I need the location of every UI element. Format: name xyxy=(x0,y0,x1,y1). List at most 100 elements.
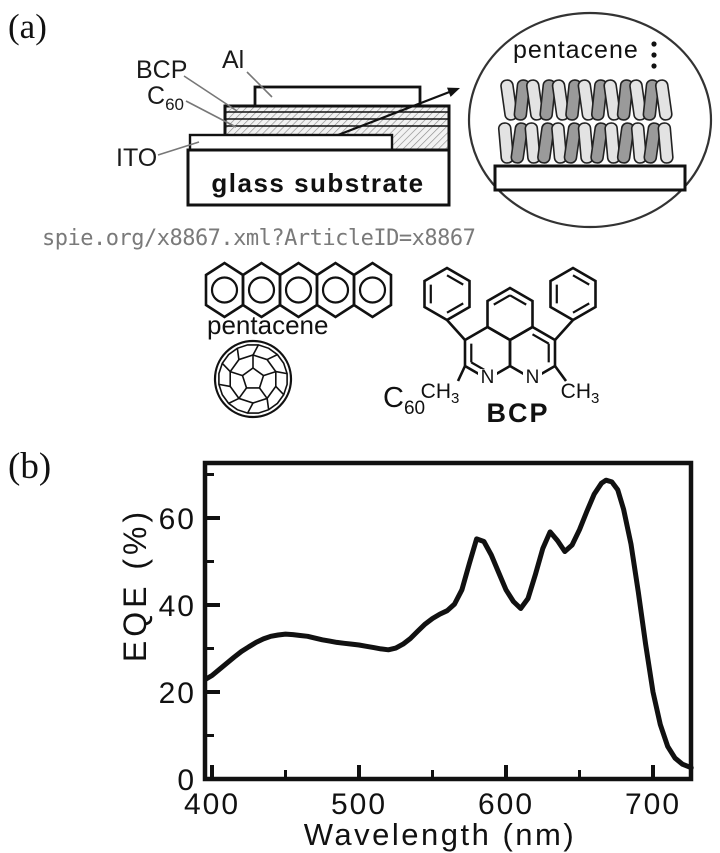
c60-bond xyxy=(238,387,248,399)
ito-label: ITO xyxy=(116,144,157,172)
pentacene-molecule xyxy=(654,79,673,121)
al-label: Al xyxy=(222,46,244,74)
x-tick-label: 700 xyxy=(625,788,681,821)
pentacene-molecule xyxy=(657,122,674,164)
pentacene-molecule xyxy=(551,79,570,121)
c60-bond xyxy=(218,383,231,388)
c60-bond xyxy=(221,362,231,373)
pentacene-structure-label: pentacene xyxy=(207,310,328,340)
aromatic-circle xyxy=(321,276,350,304)
c60-bond xyxy=(275,370,288,375)
double-bond xyxy=(446,302,464,314)
double-bond xyxy=(446,274,464,286)
ellipsis-dot xyxy=(651,63,657,69)
c60-structure xyxy=(213,339,293,419)
pentacene-molecule xyxy=(590,79,608,121)
panel-a-label: (a) xyxy=(8,7,47,46)
pentacene-molecule xyxy=(500,79,518,121)
bcp-leader-line xyxy=(183,75,238,112)
c60-bond xyxy=(263,370,277,377)
bcp-ch3-left: CH3 xyxy=(421,380,460,407)
n-right-mask xyxy=(523,369,542,385)
bcp-n-right: N xyxy=(526,367,540,388)
pentacene-ring xyxy=(352,261,393,319)
double-bond xyxy=(572,274,590,286)
chart-curve xyxy=(203,477,694,771)
x-axis-title: Wavelength (nm) xyxy=(304,817,576,852)
c60-bond xyxy=(258,387,268,399)
bcp-bond xyxy=(456,365,467,382)
ellipsis-dot xyxy=(651,41,657,47)
pentacene-molecule xyxy=(643,122,662,164)
aromatic-circle xyxy=(210,276,239,304)
bcp-bond xyxy=(554,319,574,341)
pentacene-molecule xyxy=(525,79,544,121)
y-tick-label: 0 xyxy=(177,764,196,797)
ellipsis-dot xyxy=(651,52,657,58)
c60-bond xyxy=(229,370,243,377)
ito-layer xyxy=(188,133,394,152)
x-tick-label: 600 xyxy=(478,788,534,821)
pentacene-molecule xyxy=(616,122,635,164)
device-diagram: glass substrate Al BCP C60 ITO xyxy=(116,46,460,207)
c60-bond xyxy=(228,397,240,405)
y-tick-label: 20 xyxy=(159,677,196,710)
inset-substrate xyxy=(493,164,687,192)
y-tick-label: 40 xyxy=(159,590,196,623)
inset-arrow-line xyxy=(337,89,453,137)
pentacene-molecule xyxy=(551,122,568,164)
pentacene-structure xyxy=(204,261,393,319)
chart-frame xyxy=(202,460,694,782)
aromatic-circle xyxy=(358,276,387,304)
pentacene-molecule xyxy=(590,122,608,164)
bcp-label: BCP xyxy=(136,56,187,84)
glass-substrate-label: glass substrate xyxy=(211,168,424,198)
aromatic-circle xyxy=(247,276,276,304)
c60-leader-line xyxy=(185,100,237,128)
pentacene-molecule xyxy=(524,122,541,164)
pentacene-molecule xyxy=(563,122,582,164)
pentacene-molecule xyxy=(539,79,557,121)
x-tick-label: 500 xyxy=(331,788,387,821)
pentacene-molecule xyxy=(497,122,515,164)
ito-leader-line xyxy=(157,141,200,156)
double-bond xyxy=(531,333,550,345)
aromatic-circle xyxy=(284,276,313,304)
double-bond xyxy=(572,302,590,314)
double-bond xyxy=(509,294,527,306)
c60-bond xyxy=(246,402,254,414)
pentacene-molecule xyxy=(629,79,647,121)
eqe-curve xyxy=(203,477,694,771)
pentacene-molecule xyxy=(565,79,582,121)
bcp-ch3-right: CH3 xyxy=(561,380,600,407)
pentacene-inset: pentacene xyxy=(467,11,713,229)
c60-bond xyxy=(266,353,278,361)
n-left-mask xyxy=(478,369,497,385)
c60-ring xyxy=(218,344,288,414)
c60-bond xyxy=(275,385,285,396)
c60-outline xyxy=(213,339,293,419)
panel-b-label: (b) xyxy=(8,446,51,487)
inset-arrow-head xyxy=(447,87,460,97)
bcp-structure xyxy=(423,266,597,382)
bcp-bond xyxy=(553,365,568,382)
c60-bond xyxy=(266,398,270,410)
pentacene-molecule xyxy=(604,122,621,164)
pentacene-molecule xyxy=(510,122,529,164)
pentacene-molecule xyxy=(616,79,634,121)
c60-bond xyxy=(252,344,260,356)
bcp-bond xyxy=(446,319,466,341)
al-layer xyxy=(253,85,422,108)
al-leader-line xyxy=(246,71,273,98)
glass-substrate xyxy=(186,148,451,207)
c60-ring xyxy=(241,367,265,389)
y-axis-title: EQE (%) xyxy=(117,508,153,662)
c60-bond xyxy=(236,348,240,360)
molecule-array xyxy=(497,79,674,164)
c60-structure-label: C60 xyxy=(383,382,425,419)
pentacene-molecule xyxy=(577,122,594,164)
